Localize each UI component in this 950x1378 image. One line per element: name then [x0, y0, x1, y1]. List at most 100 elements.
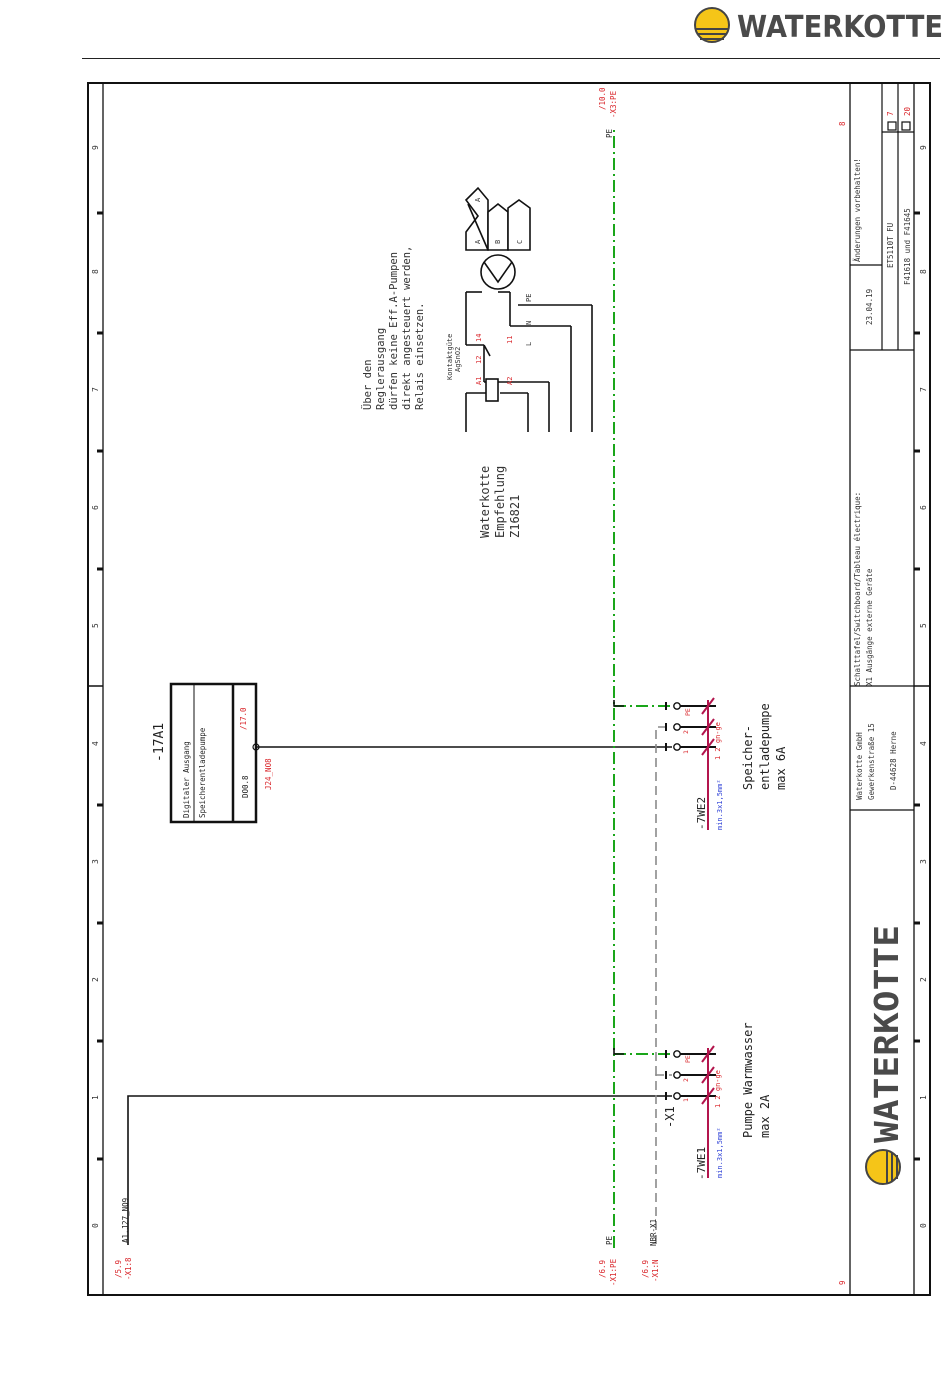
tb-date: 23.04.19	[865, 289, 874, 325]
ref-x3-pe: -X3:PE	[609, 90, 618, 118]
tb-sheet-b: 20	[903, 106, 912, 116]
relay-11: 11	[506, 336, 514, 344]
tb-brand: WATERKOTTE	[867, 925, 906, 1143]
pump-c: C	[516, 240, 524, 244]
tb-doc-title: Schalttafel/Switchboard/Tableau électriq…	[853, 492, 862, 686]
grid-label-r5: 5	[919, 623, 928, 628]
pin-2-a: 2	[682, 730, 690, 734]
note-line-1: Über den	[361, 359, 374, 410]
relay-material: AgSnO2	[454, 347, 462, 372]
pin-1-a: 1	[682, 750, 690, 754]
relay-12: 12	[475, 356, 483, 364]
cable-7WE2	[701, 697, 715, 830]
grid-label-0: 0	[91, 1223, 100, 1228]
controller-ref: /17.0	[239, 707, 248, 730]
tb-model: ET5110T FU	[886, 223, 895, 268]
tb-parts: F41618 und F41645	[903, 208, 912, 285]
pin-2-b: 2	[682, 1078, 690, 1082]
terminal-strip-x1: -X1	[663, 1106, 677, 1128]
tb-logo-sun-icon	[865, 1149, 901, 1185]
ref-x3-pe-page: /10.0	[598, 87, 607, 110]
cable-7WE2-spec: min.3x1,5mm²	[716, 779, 724, 830]
title-block-logo: WATERKOTTE	[865, 925, 906, 1185]
grid-label-6: 6	[91, 505, 100, 510]
header-rule	[82, 58, 940, 59]
recommendation-line-1: Waterkotte	[478, 466, 492, 538]
controller-17A1: -17A1 Digitaler Ausgang Speicherentladep…	[152, 682, 273, 824]
recommendation-line-3: Z16821	[508, 495, 522, 538]
load-2-name: Speicher-	[741, 725, 755, 790]
grid-label-r7: 7	[919, 387, 928, 392]
ref-a1-j27: A1.J27_NO9	[121, 1198, 130, 1243]
grid-label-7: 7	[91, 387, 100, 392]
ref-x1-8: -X1:8	[124, 1257, 133, 1280]
controller-name: -17A1	[152, 723, 167, 762]
cable-7WE1	[701, 1045, 715, 1178]
grid-label-r8: 8	[919, 269, 928, 274]
grid-label-r4: 4	[919, 741, 928, 746]
note-line-5: Relais einsetzen.	[414, 303, 426, 410]
ref-x1-n: -X1:N	[651, 1259, 660, 1282]
note-line-3: dürfen keine Eff.A-Pumpen	[388, 252, 400, 410]
ref-pe-top: PE	[605, 128, 614, 138]
load-1-name: Pumpe Warmwasser	[741, 1022, 755, 1138]
recommendation-line-2: Empfehlung	[493, 466, 507, 538]
ref-marker-9: 9	[838, 1280, 847, 1285]
relay-14: 14	[475, 334, 483, 342]
tb-city: D-44628 Herne	[889, 731, 898, 790]
grid-label-r2: 2	[919, 977, 928, 982]
ref-nbr-x1: NBR-X1	[649, 1219, 658, 1246]
tb-company: Waterkotte GmbH	[855, 732, 864, 800]
grid-label-r3: 3	[919, 859, 928, 864]
phase-wires	[127, 746, 672, 1245]
grid-label-2: 2	[91, 977, 100, 982]
pe-wire	[613, 130, 672, 1248]
sheet-frame	[87, 82, 931, 1296]
title-block	[850, 83, 914, 811]
grid-label-3: 3	[91, 859, 100, 864]
pin-pe-b: PE	[684, 1055, 692, 1063]
cable-7WE2-cores: 1 2 gn-ge	[714, 722, 722, 760]
relay-a2: A2	[506, 377, 514, 385]
grid-label-1: 1	[91, 1095, 100, 1100]
ref-x1-pe: -X1:PE	[609, 1258, 618, 1286]
grid-label-8: 8	[91, 269, 100, 274]
waterkotte-header-logo: WATERKOTTE	[694, 7, 943, 45]
pin-1-b: 1	[682, 1098, 690, 1102]
controller-function: Speicherentladepumpe	[198, 727, 207, 818]
relay-pe: PE	[525, 294, 533, 302]
relay-n: N	[525, 321, 533, 325]
cable-7WE1-id: -7WE1	[695, 1147, 708, 1180]
grid-label-r0: 0	[919, 1223, 928, 1228]
cable-7WE1-spec: min.3x1,5mm²	[716, 1127, 724, 1178]
ref-x1-8-page: /5.9	[114, 1260, 123, 1278]
load-2-rating: max 6A	[774, 746, 788, 790]
neutral-wire	[655, 726, 672, 1244]
load-2-name2: entladepumpe	[758, 703, 772, 790]
ref-x1-n-page: /6.9	[641, 1260, 650, 1278]
controller-terminal: J24_NO8	[264, 758, 273, 790]
tb-sheet-a: 7	[886, 111, 895, 116]
note-line-2: Reglerausgang	[375, 328, 387, 410]
pump-ao: A	[474, 197, 482, 202]
grid-label-r1: 1	[919, 1095, 928, 1100]
relay-pump-detail: A1 A2 12 11 14 Kontaktgüte AgSnO2 L N PE…	[446, 186, 593, 432]
controller-pin: DO0.8	[241, 775, 250, 798]
pump-a: A	[474, 239, 482, 244]
pump-b: B	[494, 240, 502, 244]
grid-label-r9: 9	[919, 145, 928, 150]
grid-label-9: 9	[91, 145, 100, 150]
controller-type: Digitaler Ausgang	[182, 741, 191, 818]
header-brand: WATERKOTTE	[737, 10, 943, 45]
ref-x1-pe-page: /6.9	[598, 1260, 607, 1278]
terminal-points	[673, 702, 681, 1100]
note-line-4: direkt angesteuert werden,	[401, 246, 413, 410]
relay-contact: Kontaktgüte	[446, 334, 454, 380]
grid-label-r6: 6	[919, 505, 928, 510]
ref-pe-bottom: PE	[605, 1235, 614, 1245]
cable-7WE2-id: -7WE2	[695, 797, 708, 830]
grid-ticks	[97, 211, 920, 1161]
cable-7WE1-cores: 1 2 gn-ge	[714, 1070, 722, 1108]
grid-label-5: 5	[91, 623, 100, 628]
